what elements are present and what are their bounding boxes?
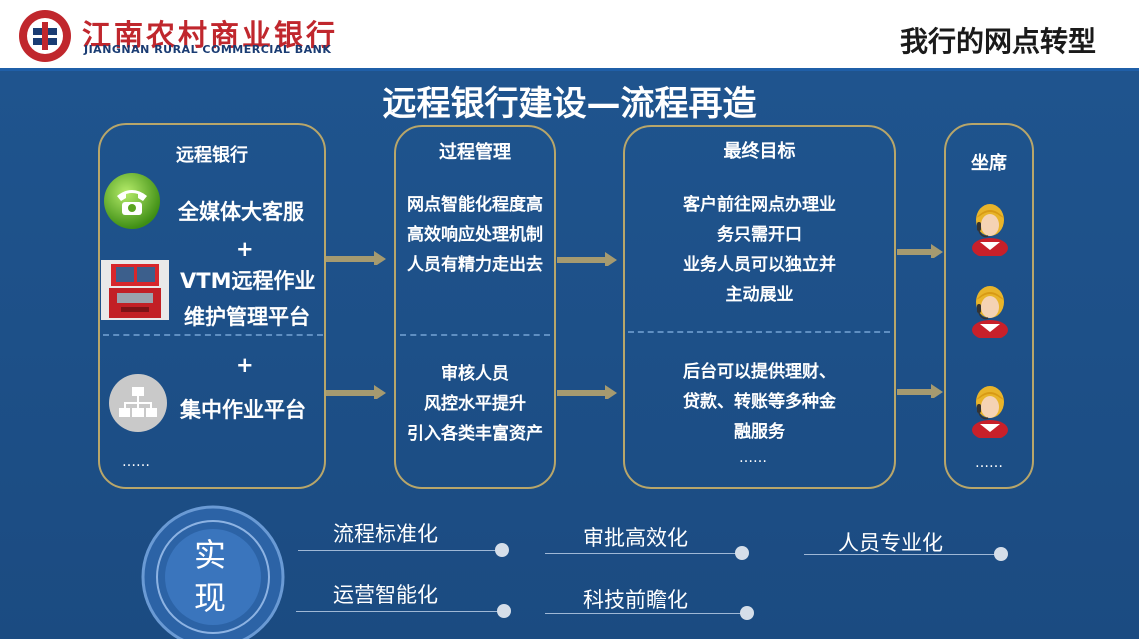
realize-item-knob <box>495 543 509 557</box>
goal-bottom-line-3: 融服务 <box>734 422 785 442</box>
panel-remote-bank-more: …… <box>122 454 150 470</box>
arrow-right-icon <box>326 251 386 265</box>
panel-remote-bank-title: 远程银行 <box>176 145 248 166</box>
process-bottom-line-2: 风控水平提升 <box>424 394 526 414</box>
realize-item-underline <box>545 613 745 614</box>
realize-item-smart-operations: 运营智能化 <box>333 583 438 607</box>
goal-top-line-3: 业务人员可以独立并 <box>683 255 836 275</box>
arrow-right-icon <box>557 385 617 399</box>
item-vtm-line1: VTM远程作业 <box>180 269 316 293</box>
goal-top-line-4: 主动展业 <box>725 285 794 305</box>
panel-process-mgmt-divider <box>400 334 550 336</box>
agent-avatar-icon <box>972 286 1008 338</box>
item-omni-media-service: 全媒体大客服 <box>178 200 304 224</box>
arrow-right-icon <box>897 384 943 398</box>
realize-item-knob <box>740 606 754 620</box>
arrow-right-icon <box>557 252 617 266</box>
item-central-ops-platform: 集中作业平台 <box>180 398 306 422</box>
panel-remote-bank <box>98 123 326 489</box>
realize-item-process-standardization: 流程标准化 <box>333 522 438 546</box>
panel-final-goal-divider <box>628 331 890 333</box>
arrow-right-icon <box>897 244 943 258</box>
bank-logo-icon <box>19 10 71 62</box>
panel-remote-bank-divider <box>103 334 323 336</box>
realize-circle <box>141 505 285 639</box>
panel-seats-title: 坐席 <box>971 153 1007 174</box>
vtm-machine-icon <box>101 260 169 320</box>
agent-avatar-icon <box>972 204 1008 256</box>
realize-char-1: 实 <box>194 536 227 574</box>
realize-item-underline <box>545 553 739 554</box>
realize-item-staff-professionalization: 人员专业化 <box>838 531 943 555</box>
bank-name-en: JIANGNAN RURAL COMMERCIAL BANK <box>84 43 332 56</box>
goal-bottom-line-1: 后台可以提供理财、 <box>683 362 836 382</box>
arrow-right-icon <box>326 385 386 399</box>
panel-process-mgmt <box>394 125 556 489</box>
process-bottom-line-1: 审核人员 <box>441 364 509 384</box>
main-title: 远程银行建设—流程再造 <box>382 84 757 124</box>
plus-sign-2: + <box>236 353 254 377</box>
goal-top-line-2: 务只需开口 <box>717 225 802 245</box>
panel-process-mgmt-title: 过程管理 <box>439 142 511 163</box>
realize-item-underline <box>296 611 498 612</box>
goal-top-line-1: 客户前往网点办理业 <box>683 195 836 215</box>
realize-item-underline <box>298 550 498 551</box>
process-bottom-line-3: 引入各类丰富资产 <box>407 424 543 444</box>
process-top-line-3: 人员有精力走出去 <box>407 255 543 275</box>
phone-icon <box>104 173 160 229</box>
header-title: 我行的网点转型 <box>900 25 1097 58</box>
agent-avatar-icon <box>972 386 1008 438</box>
process-top-line-1: 网点智能化程度高 <box>407 195 543 215</box>
panel-seats-more: …… <box>975 455 1003 471</box>
panel-final-goal <box>623 125 896 489</box>
header-bar <box>0 0 1139 70</box>
panel-seats <box>944 123 1034 489</box>
item-vtm-line2: 维护管理平台 <box>184 305 310 329</box>
realize-item-approval-efficiency: 审批高效化 <box>583 526 688 550</box>
panel-final-goal-more: …… <box>739 450 767 466</box>
header-divider <box>0 68 1139 71</box>
realize-item-knob <box>497 604 511 618</box>
bank-name-cn: 江南农村商业银行 <box>82 18 339 52</box>
realize-char-2: 现 <box>194 579 227 617</box>
process-top-line-2: 高效响应处理机制 <box>407 225 543 245</box>
plus-sign-1: + <box>236 237 254 261</box>
org-chart-icon <box>109 374 167 432</box>
panel-final-goal-title: 最终目标 <box>723 141 796 162</box>
realize-item-knob <box>735 546 749 560</box>
goal-bottom-line-2: 贷款、转账等多种金 <box>683 392 836 412</box>
realize-item-knob <box>994 547 1008 561</box>
realize-item-forward-tech: 科技前瞻化 <box>583 588 688 612</box>
realize-item-underline <box>804 554 998 555</box>
